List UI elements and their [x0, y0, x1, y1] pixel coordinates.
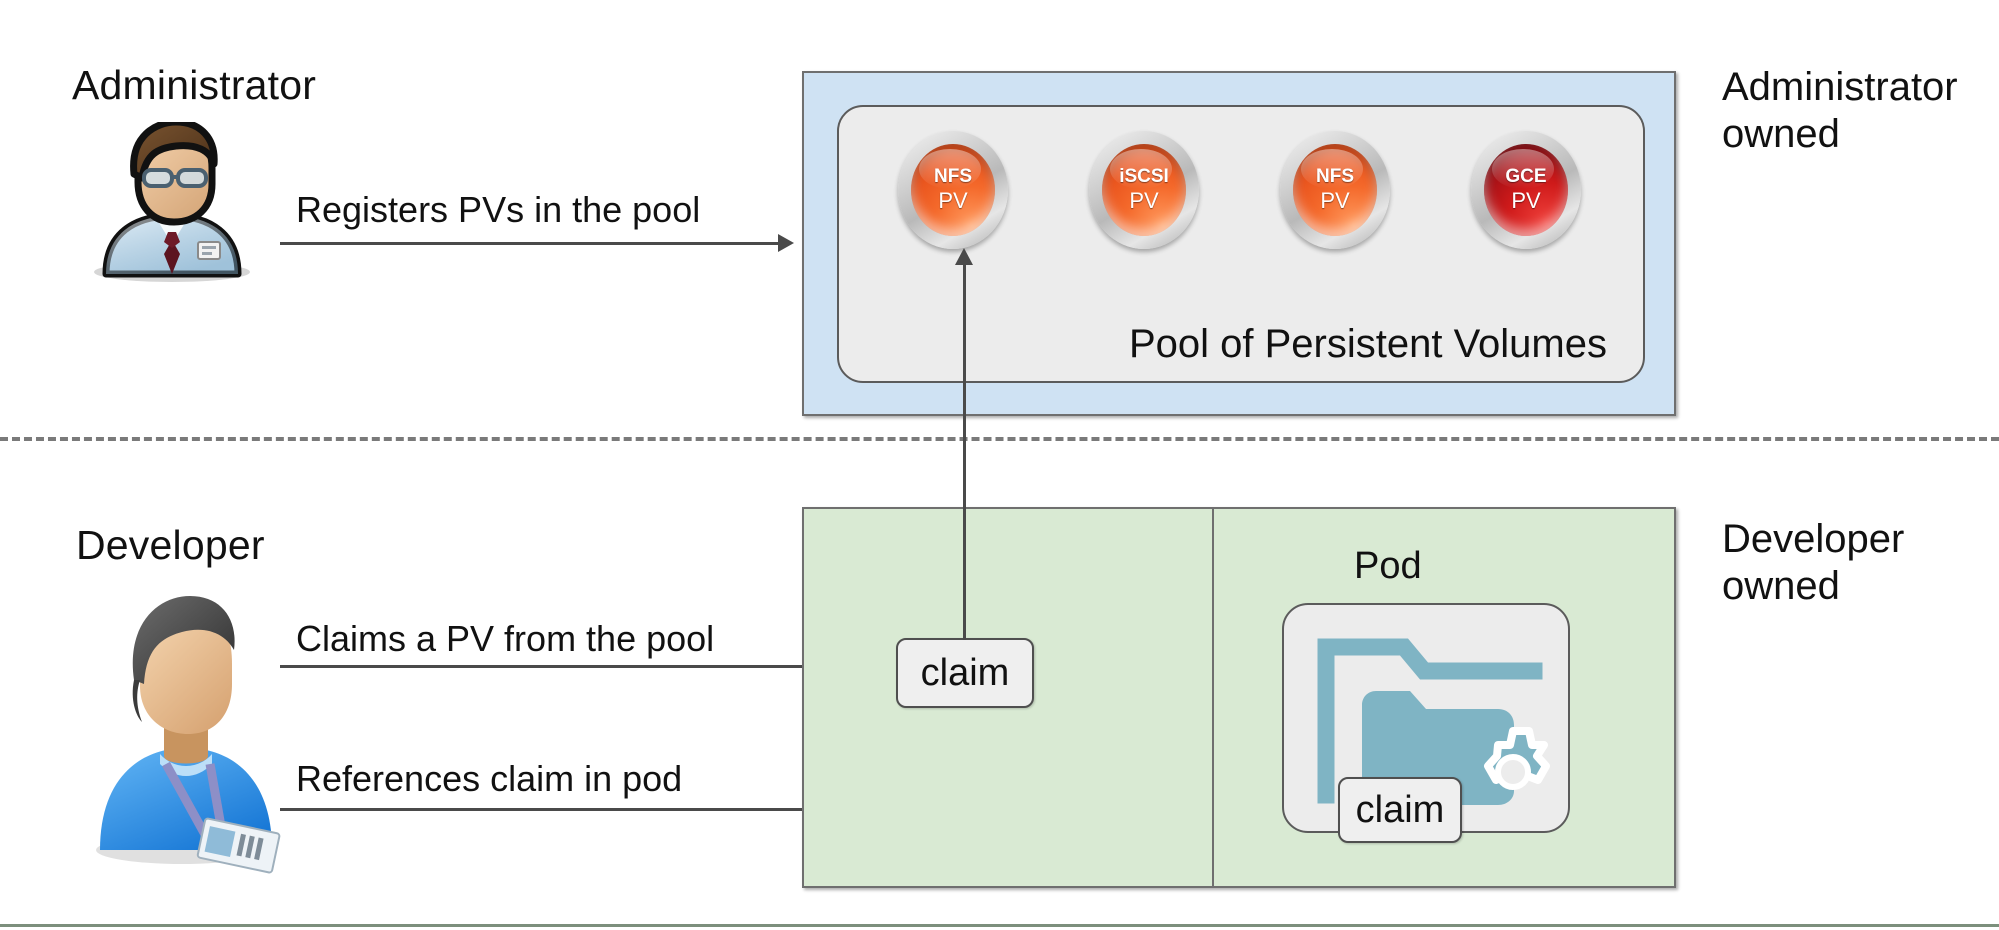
pv-kind: PV	[1511, 187, 1541, 213]
pv-name: GCE	[1505, 165, 1547, 187]
arrow-line-registers	[280, 242, 778, 245]
pv-token-nfs-1[interactable]: NFS PV	[898, 131, 1008, 249]
arrow-line-claims	[280, 665, 878, 668]
pv-kind: PV	[938, 187, 968, 213]
pod-boundary-divider	[1212, 509, 1214, 886]
pv-name: NFS	[934, 165, 972, 187]
developer-title: Developer	[76, 522, 265, 568]
arrow-label-references: References claim in pod	[296, 758, 683, 799]
pv-token-gce[interactable]: GCE PV	[1471, 131, 1581, 249]
pv-token-nfs-2[interactable]: NFS PV	[1280, 131, 1390, 249]
arrow-label-registers: Registers PVs in the pool	[296, 189, 701, 230]
pool-caption: Pool of Persistent Volumes	[1128, 322, 1607, 366]
pool-claim-box[interactable]: claim	[896, 638, 1034, 708]
pv-kind: PV	[1129, 187, 1159, 213]
pv-name: iSCSI	[1119, 165, 1169, 187]
developer-avatar-icon	[82, 588, 292, 878]
developer-owned-label: Developer owned	[1722, 517, 1905, 609]
administrator-title: Administrator	[72, 62, 317, 108]
arrow-head-registers	[778, 234, 794, 252]
pod-claim-box[interactable]: claim	[1338, 777, 1462, 843]
persistent-volume-pool-panel: NFS PV iSCSI PV NFS PV GCE PV	[837, 105, 1645, 383]
pv-kind: PV	[1320, 187, 1350, 213]
developer-owned-panel: Pod claim	[802, 507, 1676, 888]
arrow-head-claim-to-pv	[955, 248, 973, 265]
ownership-divider	[0, 437, 1999, 441]
administrator-owned-label: Administrator owned	[1722, 65, 1958, 157]
pod-caption: Pod	[1354, 545, 1422, 587]
pv-name: NFS	[1316, 165, 1354, 187]
arrow-line-claim-to-pv	[963, 262, 966, 640]
folder-gear-icon	[1317, 638, 1550, 805]
pod-container	[1282, 603, 1570, 833]
arrow-label-claims: Claims a PV from the pool	[296, 618, 715, 659]
administrator-avatar-icon	[72, 122, 272, 282]
pv-token-iscsi[interactable]: iSCSI PV	[1089, 131, 1199, 249]
footer-rule	[0, 924, 1999, 927]
administrator-owned-panel: NFS PV iSCSI PV NFS PV GCE PV	[802, 71, 1676, 416]
